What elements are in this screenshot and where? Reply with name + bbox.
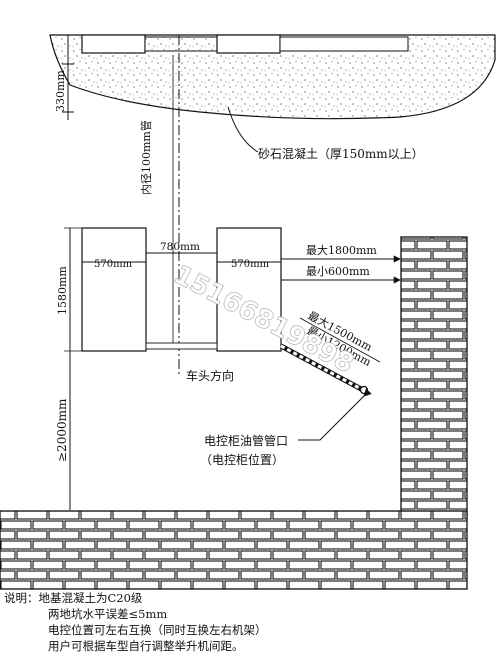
control-leader <box>298 388 372 441</box>
pipe-label: 内径100mm管 <box>139 120 153 195</box>
col-gap-label: 780mm <box>160 241 200 253</box>
oil-pipe-inner <box>280 344 364 392</box>
column-pit-right <box>216 227 282 352</box>
height-1580-label: 1580mm <box>56 266 69 315</box>
concrete-label: 砂石混凝土（厚150mm以上） <box>258 146 424 161</box>
max-1800-label: 最大1800mm <box>306 243 377 257</box>
column-pit-left <box>81 227 147 352</box>
col-left-label: 570mm <box>94 259 133 270</box>
depth-label: 330mm <box>54 70 67 112</box>
notes-line-1: 地基混凝土为C20级 <box>38 591 143 605</box>
oil-pipe-end <box>359 385 369 395</box>
notes-line-2: 两地坑水平误差≤5mm <box>48 607 168 621</box>
pit-left <box>81 34 146 54</box>
control-port-label: 电控柜油管管口 <box>204 433 288 448</box>
brick-floor <box>0 510 468 590</box>
control-pos-label: （电控柜位置） <box>200 452 284 467</box>
direction-label: 车头方向 <box>186 368 234 383</box>
min-600-label: 最小600mm <box>306 265 370 278</box>
ge-2000-label: ≥2000mm <box>55 398 69 462</box>
pit-right <box>216 34 281 54</box>
pipe-trench <box>145 342 218 350</box>
notes-lead: 说明： <box>4 591 39 605</box>
notes-line-3: 电控位置可左右互换（同时互换左右机架） <box>48 623 267 637</box>
pipe-channel <box>144 36 218 52</box>
concrete-leader <box>227 106 259 153</box>
notes-line-4: 用户可根据车型自行调整举升机间距。 <box>48 639 244 653</box>
notes: 说明：地基混凝土为C20级 两地坑水平误差≤5mm 电控位置可左右互换（同时互换… <box>4 590 494 654</box>
dim-diagonal <box>299 317 381 363</box>
brick-wall-right <box>400 236 468 518</box>
slab-right <box>279 36 409 52</box>
col-right-label: 570mm <box>231 259 270 270</box>
concrete-ground <box>49 34 496 120</box>
